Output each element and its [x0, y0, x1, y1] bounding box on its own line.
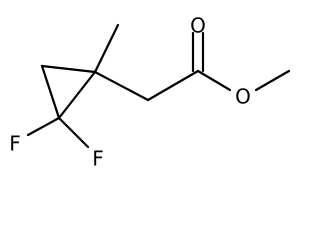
- ch2-bond-1: [93, 70, 150, 102]
- ester-bond: [196, 69, 232, 92]
- ring-bond-top: [40, 64, 97, 74]
- methoxy-bond: [254, 69, 291, 92]
- ring-bond-left: [40, 64, 61, 120]
- fluorine-left-label: F: [9, 132, 21, 156]
- ester-oxygen-label: O: [235, 85, 251, 109]
- carbonyl-oxygen-label: O: [190, 14, 206, 38]
- ring-bond-right: [57, 70, 97, 120]
- ch2-bond-2: [146, 69, 200, 102]
- molecule-structure: O O F F: [9, 14, 291, 171]
- methyl-bond: [93, 23, 120, 74]
- fluorine-right-label: F: [92, 147, 104, 171]
- fluorine-right-bond: [57, 116, 90, 149]
- fluorine-left-bond: [26, 116, 61, 137]
